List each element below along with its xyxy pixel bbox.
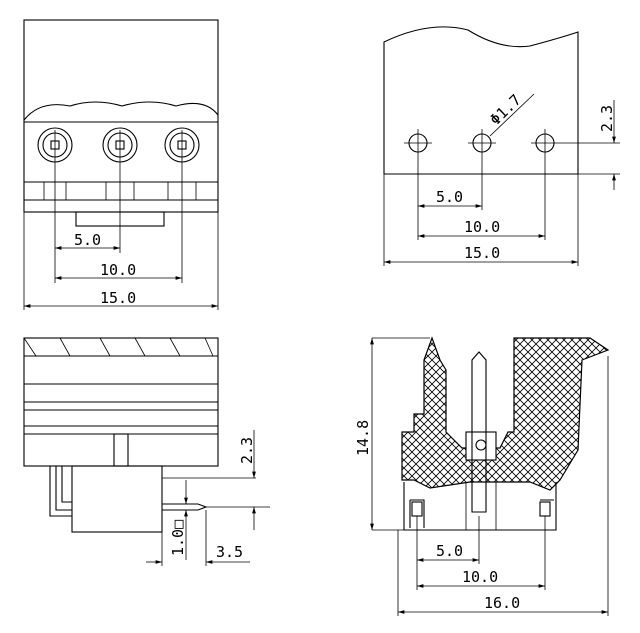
pcb-layout-view: Φ1.7 2.3 5.0 10.0 15.0 xyxy=(383,26,620,266)
dim-section-height: 14.8 xyxy=(354,420,372,456)
dim-pin-offset: 2.3 xyxy=(238,437,256,464)
dim-front-pitch: 5.0 xyxy=(74,231,101,249)
dim-pcb-width: 15.0 xyxy=(464,244,500,262)
dim-pcb-pitch: 5.0 xyxy=(436,188,463,206)
dim-pcb-two-pitch: 10.0 xyxy=(464,218,500,236)
section-view: 14.8 5.0 10.0 16.0 xyxy=(354,336,610,616)
front-top-view: 5.0 10.0 15.0 xyxy=(23,19,219,310)
dim-front-two-pitch: 10.0 xyxy=(100,261,136,279)
dim-front-width: 15.0 xyxy=(100,289,136,307)
front-bottom-view: 2.3 1.0□ 3.5 xyxy=(23,337,270,566)
dim-section-pitch: 5.0 xyxy=(436,542,463,560)
dim-pin-length: 3.5 xyxy=(216,543,243,561)
dim-hole-diameter: Φ1.7 xyxy=(486,91,524,129)
dim-section-two-pitch: 10.0 xyxy=(462,568,498,586)
dim-pcb-offset: 2.3 xyxy=(598,105,616,132)
dim-section-width: 16.0 xyxy=(484,594,520,612)
dim-pin-size: 1.0□ xyxy=(169,520,187,556)
